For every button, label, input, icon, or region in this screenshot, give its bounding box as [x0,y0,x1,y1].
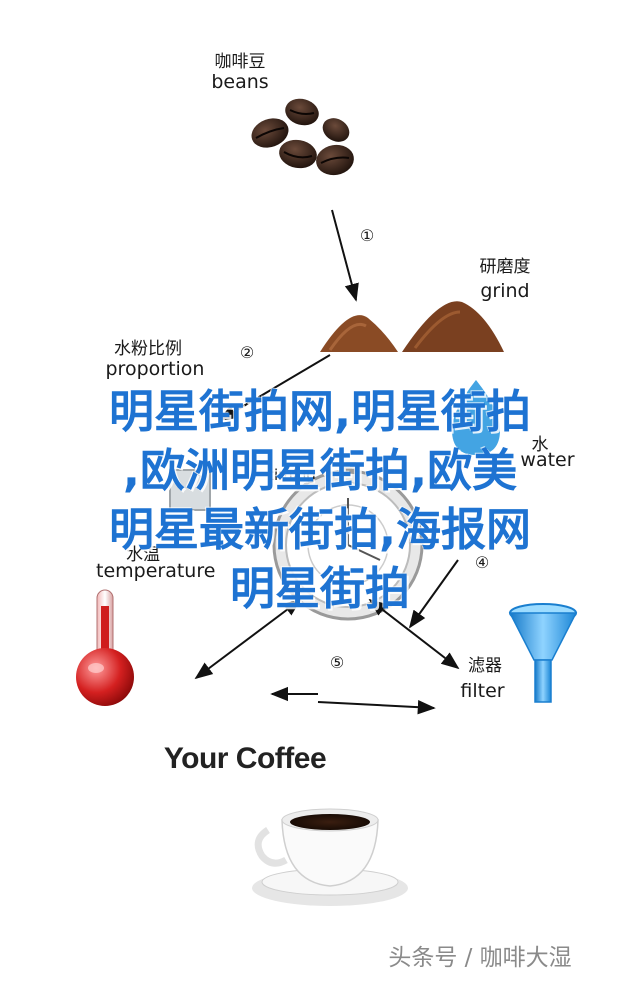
step-1-label: ① [359,226,375,245]
overlay-caption: 明星街拍网,明星街拍 ,欧洲明星街拍,欧美 明星最新街拍,海报网 明星街拍 [20,382,620,618]
overlay-line: 明星街拍 [229,562,410,615]
beans-label-en: beans [211,71,269,93]
water-drop-icon [452,380,500,455]
step-2-label: ② [239,343,255,362]
step-4-label: ④ [474,553,490,572]
coffee-beans-icon [251,98,354,176]
overlay-line: 明星街拍网,明星街拍 [108,385,532,438]
overlay-line: 明星最新街拍,海报网 [108,503,532,556]
beans-label-cn: 咖啡豆 [214,52,266,72]
coffee-cup-icon [252,808,408,906]
funnel-icon [508,603,578,703]
water-label-en: water [520,449,575,471]
diagram-title: Your Coffee [163,742,327,775]
proportion-label-cn: 水粉比例 [114,339,182,359]
ground-coffee-icon [320,301,504,352]
water-label-cn: 水 [531,435,549,455]
temperature-label-en: temperature [96,560,216,582]
temperature-label-cn: 水温 [126,545,160,565]
grind-label-cn: 研磨度 [479,257,531,277]
step-5-label: ⑤ [329,653,345,672]
filter-label-en: filter [460,680,505,702]
flow-arrows [194,209,460,715]
timing-label-en: timing [268,466,316,484]
stopwatch-icon [169,462,424,621]
proportion-label-en: proportion [105,358,205,380]
watermark: 头条号 / 咖啡大湿 [388,945,572,971]
thermometer-icon [76,589,134,706]
overlay-line: ,欧洲明星街拍,欧美 [122,444,518,497]
filter-label-cn: 滤器 [468,656,502,676]
grind-label-en: grind [480,280,530,302]
